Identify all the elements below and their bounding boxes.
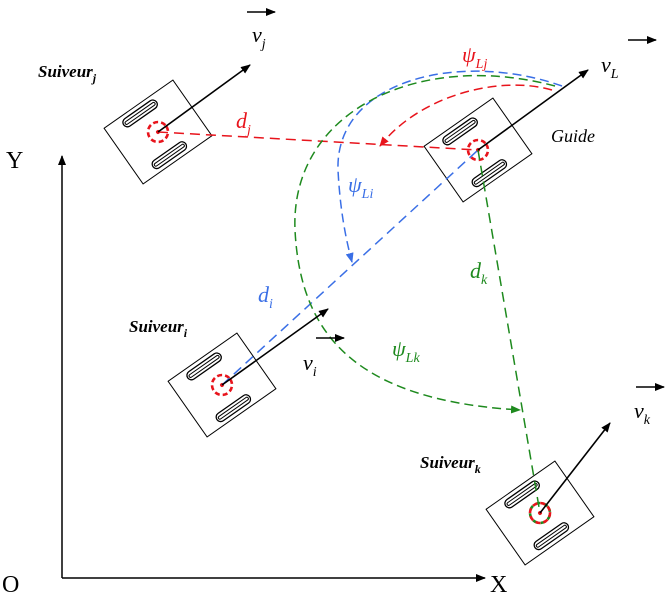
velocity-arrow-follower-j <box>157 64 251 133</box>
x-axis-label: X <box>490 572 507 598</box>
label-vj: vj <box>252 22 266 52</box>
axes: Y X O <box>2 148 507 598</box>
distance-line-di <box>221 149 479 386</box>
label-psi-li: ψLi <box>348 172 373 202</box>
angle-arc-psi-lj <box>379 84 553 147</box>
label-vk: vk <box>634 398 651 428</box>
distance-line-dj <box>157 131 479 151</box>
label-psi-lk: ψLk <box>392 336 420 366</box>
label-suiveur-k: Suiveurk <box>420 453 481 476</box>
label-suiveur-j: Suiveurj <box>38 62 97 85</box>
label-di: di <box>258 282 273 312</box>
y-axis-label: Y <box>6 148 23 174</box>
velocity-arrow-guide <box>477 69 589 151</box>
label-psi-lj: ψLj <box>462 42 487 72</box>
label-dk: dk <box>470 258 488 288</box>
label-suiveur-i: Suiveuri <box>129 317 188 340</box>
angle-arc-psi-li <box>337 70 563 263</box>
label-dj: dj <box>236 108 251 138</box>
label-vl: vL <box>601 52 619 82</box>
velocity-arrow-follower-k <box>539 422 611 514</box>
velocity-arrow-follower-i <box>221 308 329 386</box>
label-guide: Guide <box>551 126 595 146</box>
angle-arc-psi-lk <box>294 74 556 414</box>
distance-line-dk <box>477 149 541 514</box>
label-vi: vi <box>303 350 317 380</box>
origin-label: O <box>2 572 19 598</box>
